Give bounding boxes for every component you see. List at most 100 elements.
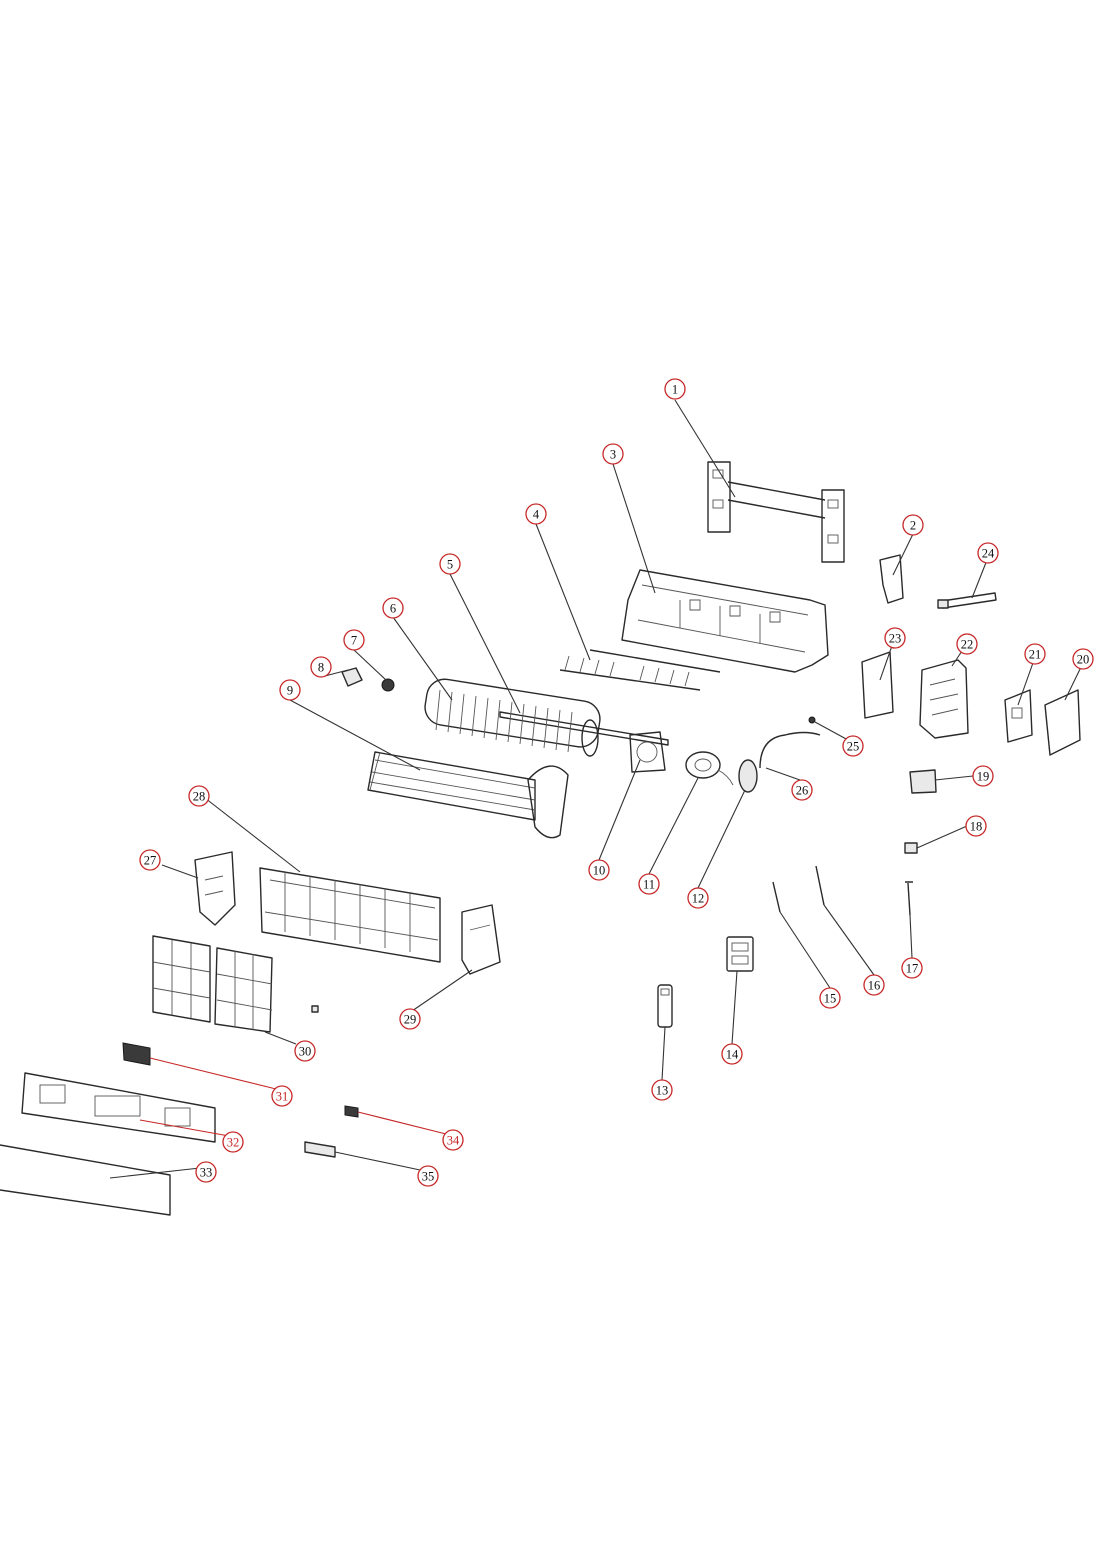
callout-label: 30 <box>299 1045 312 1059</box>
callout-label: 25 <box>847 740 860 754</box>
part-bearing <box>381 678 395 692</box>
callout-32: 32 <box>222 1131 244 1153</box>
callout-label: 1 <box>672 383 678 397</box>
callout-circle <box>901 957 923 979</box>
callout-label: 2 <box>910 519 916 533</box>
callout-label: 4 <box>533 508 540 522</box>
callout-circle <box>721 1043 743 1065</box>
callout-25: 25 <box>842 735 864 757</box>
callout-label: 5 <box>447 558 453 572</box>
callout-circle <box>271 1085 293 1107</box>
callout-label: 14 <box>726 1048 739 1062</box>
callout-label: 13 <box>656 1084 669 1098</box>
callout-label: 35 <box>422 1170 435 1184</box>
callout-label: 21 <box>1029 648 1042 662</box>
callout-35: 35 <box>417 1165 439 1187</box>
callout-circle <box>139 849 161 871</box>
callout-2: 2 <box>902 514 924 536</box>
callout-label: 15 <box>824 992 837 1006</box>
callout-28: 28 <box>188 785 210 807</box>
callout-circle <box>842 735 864 757</box>
part-motor-cover <box>738 759 758 793</box>
callout-label: 6 <box>390 602 396 616</box>
part-remote-control <box>657 984 673 1028</box>
part-evaporator <box>367 751 569 839</box>
part-clamp <box>304 1141 336 1158</box>
callout-circle <box>188 785 210 807</box>
callout-label: 32 <box>227 1136 240 1150</box>
callout-13: 13 <box>651 1079 673 1101</box>
callout-label: 26 <box>796 784 809 798</box>
callout-circle <box>1072 648 1094 670</box>
callout-circle <box>310 656 332 678</box>
part-front-panel <box>0 1144 171 1216</box>
callout-circle <box>442 1129 464 1151</box>
callout-19: 19 <box>972 765 994 787</box>
part-chassis <box>621 569 829 673</box>
part-small-sensor <box>808 716 816 724</box>
part-display-board <box>122 1042 151 1066</box>
callout-circle <box>638 873 660 895</box>
callout-circle <box>222 1131 244 1153</box>
callout-label: 19 <box>977 770 990 784</box>
callout-circle <box>977 542 999 564</box>
part-motor-bracket <box>629 731 666 773</box>
callout-label: 27 <box>144 854 157 868</box>
part-screw-rod <box>772 881 781 913</box>
callout-17: 17 <box>901 957 923 979</box>
callout-label: 17 <box>906 962 919 976</box>
callout-circle <box>972 765 994 787</box>
part-connector <box>904 842 918 854</box>
part-remote-holder <box>726 936 754 972</box>
callout-label: 11 <box>643 878 655 892</box>
callout-circle <box>439 553 461 575</box>
callout-circle <box>651 1079 673 1101</box>
callout-label: 28 <box>193 790 206 804</box>
callout-label: 9 <box>287 684 293 698</box>
part-bracket <box>879 554 904 604</box>
callout-4: 4 <box>525 503 547 525</box>
callout-1: 1 <box>664 378 686 400</box>
callout-circle <box>1024 643 1046 665</box>
part-fan-motor <box>685 751 734 786</box>
callout-26: 26 <box>791 779 813 801</box>
callout-label: 7 <box>351 634 357 648</box>
callout-circle <box>399 1008 421 1030</box>
callout-label: 18 <box>970 820 983 834</box>
callout-label: 20 <box>1077 653 1090 667</box>
part-horizontal-louver <box>499 711 669 746</box>
callout-label: 31 <box>276 1090 289 1104</box>
part-bearing-holder <box>341 667 363 687</box>
part-front-panel-frame <box>21 1072 216 1143</box>
callout-23: 23 <box>884 627 906 649</box>
callout-15: 15 <box>819 987 841 1009</box>
callout-label: 24 <box>982 547 995 561</box>
callout-circle <box>343 629 365 651</box>
callout-circle <box>294 1040 316 1062</box>
part-air-filters <box>152 935 273 1033</box>
callout-label: 23 <box>889 632 902 646</box>
callout-circle <box>382 597 404 619</box>
part-right-side-cover <box>461 904 501 975</box>
part-sensor-wire <box>759 731 821 769</box>
part-control-cover <box>1044 689 1081 756</box>
part-terminal-block <box>909 769 937 794</box>
callout-10: 10 <box>588 859 610 881</box>
callout-circle <box>525 503 547 525</box>
callout-9: 9 <box>279 679 301 701</box>
part-sensor <box>905 881 913 916</box>
part-front-frame <box>259 867 441 963</box>
part-clip <box>311 1005 319 1013</box>
callout-21: 21 <box>1024 643 1046 665</box>
callout-circle <box>956 633 978 655</box>
callout-circle <box>965 815 987 837</box>
callout-circle <box>664 378 686 400</box>
callout-16: 16 <box>863 974 885 996</box>
callout-30: 30 <box>294 1040 316 1062</box>
part-box-cover <box>861 651 894 719</box>
callout-circle <box>279 679 301 701</box>
part-pcb <box>1004 689 1033 743</box>
callout-circle <box>791 779 813 801</box>
callout-label: 29 <box>404 1013 417 1027</box>
